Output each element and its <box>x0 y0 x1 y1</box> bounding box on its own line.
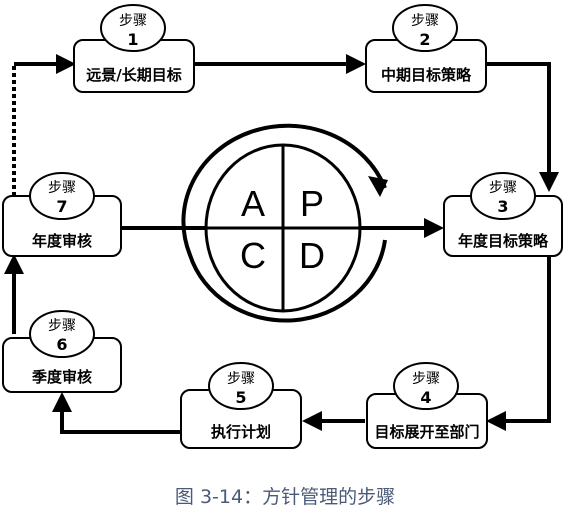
step-number: 1 <box>127 30 138 49</box>
cycle-arrowhead <box>368 176 388 197</box>
cycle-rotation-arrow <box>181 123 387 323</box>
step-badge <box>100 4 166 52</box>
pdca-letter-p: P <box>300 183 324 224</box>
step-badge <box>392 4 458 52</box>
step-word: 步骤 <box>48 318 76 334</box>
step-label: 执行计划 <box>211 423 271 441</box>
step-3: 步骤 3 年度目标策略 <box>443 172 563 257</box>
step-2: 步骤 2 中期目标策略 <box>365 4 487 93</box>
step-5: 步骤 5 执行计划 <box>180 362 302 449</box>
step-badge <box>208 362 274 410</box>
arrow-step5-to-step6 <box>52 392 183 434</box>
pdca-cycle: A P C D <box>181 123 388 323</box>
arrow-step2-to-step3 <box>487 62 559 192</box>
step-word: 步骤 <box>411 13 439 29</box>
step-number: 6 <box>56 335 67 354</box>
step-word: 步骤 <box>119 13 147 29</box>
step-number: 4 <box>420 388 431 407</box>
pdca-letter-c: C <box>240 235 266 276</box>
step-badge <box>470 172 536 220</box>
step-word: 步骤 <box>48 180 76 196</box>
step-6: 步骤 6 季度审核 <box>2 310 122 393</box>
pdca-letter-d: D <box>299 235 325 276</box>
step-1: 步骤 1 远景/长期目标 <box>73 4 195 93</box>
step-word: 步骤 <box>412 371 440 387</box>
step-number: 3 <box>497 197 508 216</box>
step-4: 步骤 4 目标展开至部门 <box>366 362 488 449</box>
step-badge <box>393 362 459 410</box>
step-7: 步骤 7 年度审核 <box>2 172 122 257</box>
step-label: 年度审核 <box>32 232 92 250</box>
step-badge <box>29 172 95 220</box>
figure-caption: 图 3-14：方针管理的步骤 <box>174 486 396 508</box>
step-number: 7 <box>56 197 67 216</box>
step-number: 5 <box>235 388 246 407</box>
step-label: 季度审核 <box>32 368 92 386</box>
step-badge <box>29 310 95 358</box>
step-label: 远景/长期目标 <box>86 66 181 84</box>
step-word: 步骤 <box>227 371 255 387</box>
step-number: 2 <box>419 30 430 49</box>
step-word: 步骤 <box>489 180 517 196</box>
pdca-letter-a: A <box>241 183 265 224</box>
step-label: 目标展开至部门 <box>374 423 479 441</box>
step-label: 中期目标策略 <box>381 66 472 84</box>
step-label: 年度目标策略 <box>458 232 549 250</box>
arrow-step3-to-step4 <box>486 256 551 431</box>
